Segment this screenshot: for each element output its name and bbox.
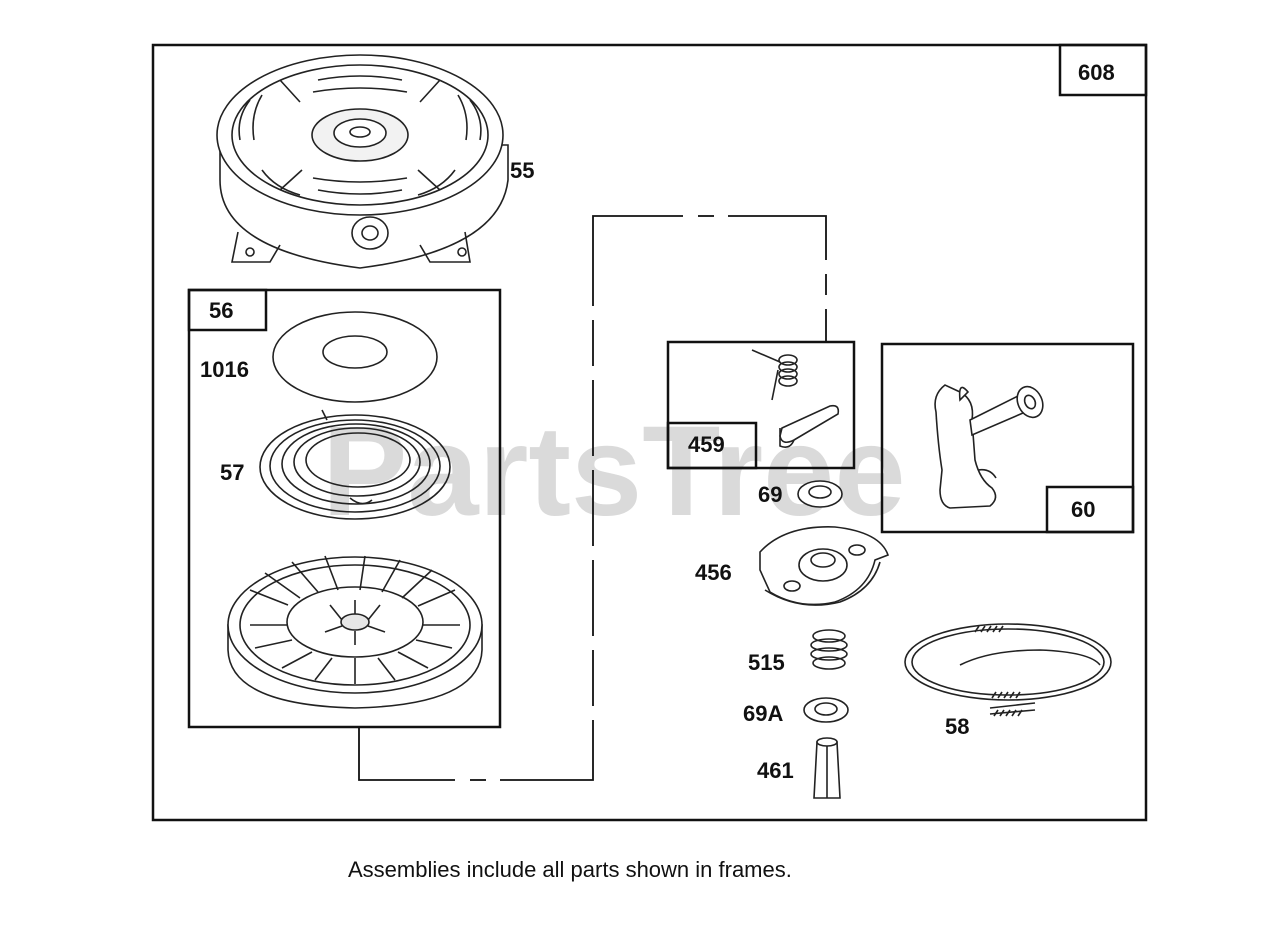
- label-515[interactable]: 515: [748, 650, 785, 675]
- washer-69a-part[interactable]: [803, 697, 849, 723]
- label-55[interactable]: 55: [510, 158, 534, 183]
- starter-rope-part[interactable]: [904, 623, 1112, 717]
- label-459[interactable]: 459: [688, 432, 725, 457]
- retainer-pin-part[interactable]: [813, 737, 841, 799]
- retainer-cam-part[interactable]: [759, 526, 890, 606]
- label-box-56: [187, 288, 268, 332]
- label-60[interactable]: 60: [1071, 497, 1095, 522]
- washer-69-part[interactable]: [797, 480, 843, 508]
- label-box-60: [1045, 485, 1135, 534]
- assembly-frame-56: [187, 288, 502, 729]
- blower-housing-part[interactable]: [216, 54, 509, 269]
- label-57[interactable]: 57: [220, 460, 244, 485]
- label-461[interactable]: 461: [757, 758, 794, 783]
- assembly-connector-lines: [358, 215, 827, 781]
- label-1016[interactable]: 1016: [200, 357, 249, 382]
- label-456[interactable]: 456: [695, 560, 732, 585]
- assembly-frame-608: [151, 43, 1148, 822]
- label-box-608: [1058, 43, 1148, 97]
- spring-515-part[interactable]: [810, 629, 848, 670]
- torsion-spring-part[interactable]: [751, 349, 798, 401]
- label-56[interactable]: 56: [209, 298, 233, 323]
- label-608[interactable]: 608: [1078, 60, 1115, 85]
- assembly-frame-60: [880, 342, 1135, 534]
- pawl-part[interactable]: [779, 404, 840, 448]
- label-box-459: [666, 421, 758, 470]
- recoil-spring-part[interactable]: [259, 409, 451, 520]
- recoil-pulley-part[interactable]: [227, 555, 483, 709]
- label-69[interactable]: 69: [758, 482, 782, 507]
- caption: Assemblies include all parts shown in fr…: [348, 857, 792, 882]
- starter-handle-part[interactable]: [934, 382, 1048, 509]
- assembly-frame-459: [666, 340, 856, 470]
- label-58[interactable]: 58: [945, 714, 969, 739]
- label-69a[interactable]: 69A: [743, 701, 783, 726]
- washer-plate-part[interactable]: [272, 311, 438, 403]
